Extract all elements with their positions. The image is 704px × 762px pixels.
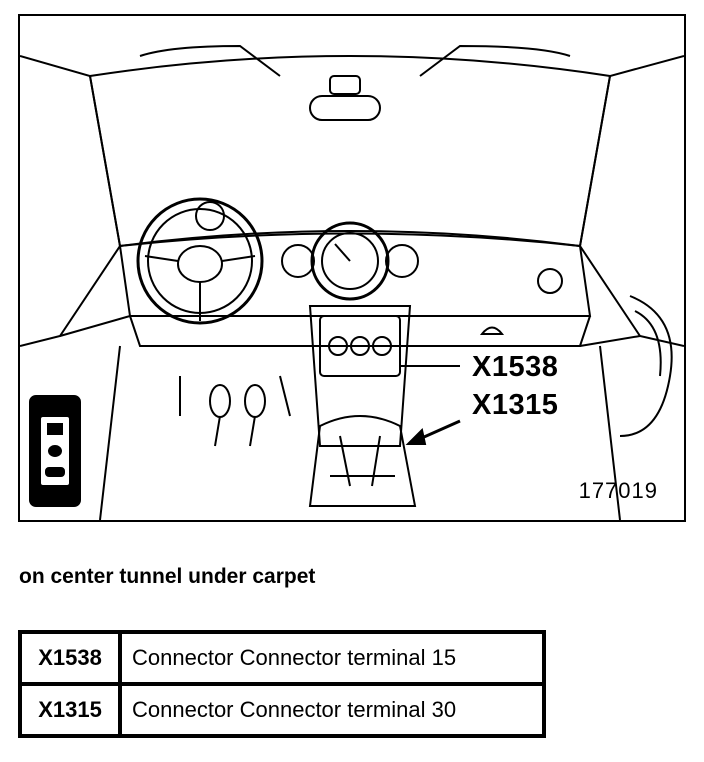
connector-table: X1538 Connector Connector terminal 15 X1…: [18, 630, 546, 738]
figure-number: 177019: [578, 478, 658, 503]
connector-id: X1538: [18, 630, 122, 686]
interior-illustration: X1538 X1315 177019: [18, 14, 686, 522]
location-caption: on center tunnel under carpet: [19, 565, 316, 588]
connector-id: X1315: [18, 682, 122, 738]
connector-description: Connector Connector terminal 30: [118, 682, 546, 738]
callout-x1538: X1538: [472, 351, 559, 383]
table-row: X1315 Connector Connector terminal 30: [18, 682, 546, 738]
connector-description: Connector Connector terminal 15: [118, 630, 546, 686]
car-interior-drawing: [20, 44, 684, 520]
callout-x1315: X1315: [472, 389, 559, 421]
table-row: X1538 Connector Connector terminal 15: [18, 630, 546, 686]
